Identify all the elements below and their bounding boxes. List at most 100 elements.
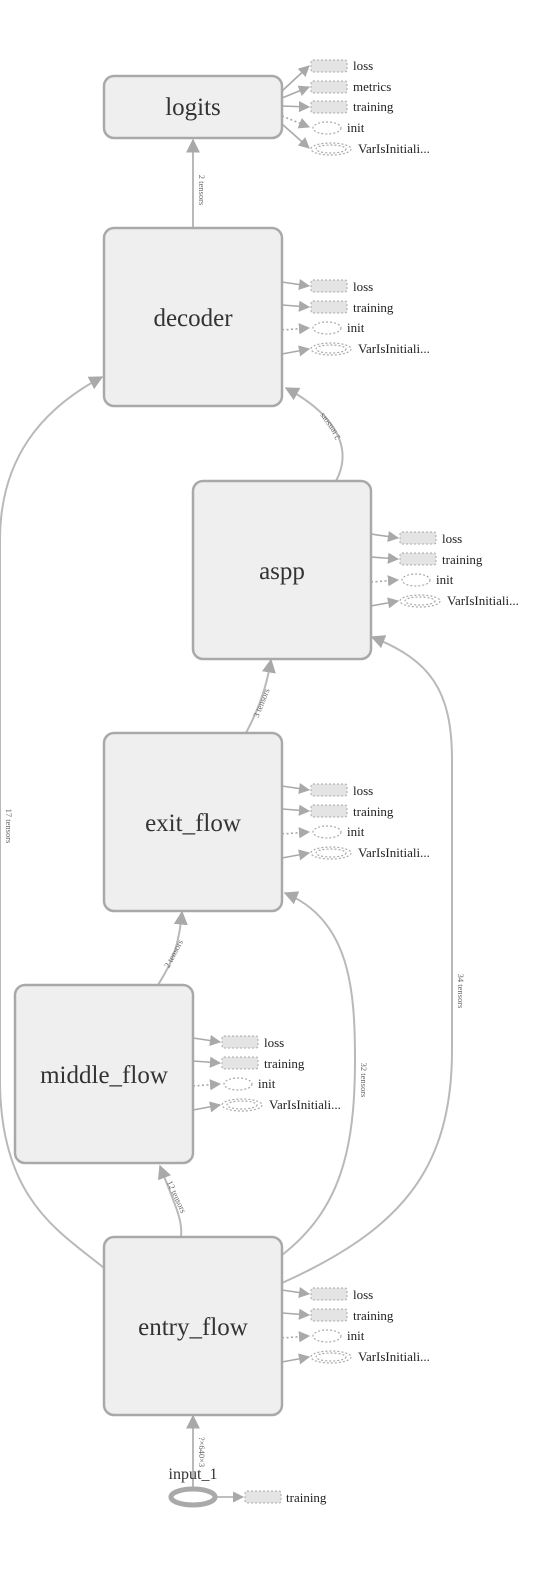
aux-edge: [281, 101, 311, 113]
aux-label-loss: loss: [353, 783, 373, 798]
aux-label-metrics: metrics: [353, 79, 391, 94]
main-edges: [0, 138, 453, 1488]
aux-edge: [370, 597, 400, 609]
aux-label-varinit: VarIsInitiali...: [358, 141, 430, 156]
edge-label: 2 tensors: [317, 411, 343, 442]
aux-label-init: init: [436, 572, 454, 587]
aux-box[interactable]: [310, 279, 348, 293]
aux-edge: [281, 1308, 311, 1320]
aux-label-init: init: [347, 120, 365, 135]
aux-label-loss: loss: [353, 1287, 373, 1302]
aux-ellipse-inner: [315, 344, 347, 354]
aux-ellipse-inner: [226, 1100, 258, 1110]
node-label: decoder: [153, 305, 233, 332]
aux-edge: [192, 1101, 222, 1113]
node-logits[interactable]: logits: [102, 74, 284, 140]
aux-ellipse-inner: [315, 1352, 347, 1362]
node-entry-flow[interactable]: entry_flow: [102, 1235, 284, 1417]
aux-label-varinit: VarIsInitiali...: [447, 593, 519, 608]
aux-edge: [370, 530, 400, 543]
aux-edge: [281, 65, 310, 92]
node-label: entry_flow: [138, 1314, 248, 1341]
aux-box[interactable]: [310, 1308, 348, 1322]
aux-label-varinit: VarIsInitiali...: [358, 341, 430, 356]
node-exit-flow[interactable]: exit_flow: [102, 731, 284, 913]
aux-edge: [281, 85, 311, 99]
aux-label-training: training: [353, 1308, 394, 1323]
edge-label: 2 tensors: [162, 938, 185, 970]
node-decoder[interactable]: decoder: [102, 226, 284, 408]
aux-ellipse[interactable]: [312, 825, 342, 839]
aux-edge: [281, 278, 311, 291]
aux-edge: [281, 1331, 311, 1343]
aux-edge: [192, 1079, 222, 1091]
aux-box[interactable]: [399, 531, 437, 545]
aux-label-loss: loss: [264, 1035, 284, 1050]
aux-box[interactable]: [310, 59, 348, 73]
aux-edge: [192, 1056, 222, 1068]
edge-label: 32 tensors: [359, 1063, 369, 1098]
aux-box[interactable]: [310, 783, 348, 797]
aux-label-init: init: [347, 320, 365, 335]
aux-group-middle-flow: loss training init VarIsInitiali...: [192, 1034, 341, 1113]
node-middle-flow[interactable]: middle_flow: [13, 983, 195, 1165]
input-label: input_1: [169, 1466, 218, 1483]
edge-exitflow-aspp[interactable]: [245, 658, 276, 734]
aux-ellipse[interactable]: [223, 1077, 253, 1091]
edge-entryflow-exitflow[interactable]: [281, 891, 357, 1256]
edge-label: 2 tensors: [197, 175, 207, 205]
edge-middleflow-exitflow[interactable]: [157, 910, 188, 986]
aux-edge: [281, 323, 311, 335]
node-box: [13, 983, 195, 1165]
aux-edge: [370, 575, 400, 587]
aux-label-training: training: [442, 552, 483, 567]
aux-group-logits: loss metrics training init VarIsInitiali…: [281, 58, 430, 156]
aux-label-loss: loss: [353, 58, 373, 73]
aux-ellipse[interactable]: [312, 1329, 342, 1343]
node-box: [102, 74, 284, 140]
aux-label-init: init: [347, 824, 365, 839]
aux-ellipse[interactable]: [312, 321, 342, 335]
aux-label-varinit: VarIsInitiali...: [269, 1097, 341, 1112]
aux-edge: [281, 115, 311, 129]
aux-edge: [281, 849, 311, 861]
aux-edge: [281, 804, 311, 816]
aux-edge: [281, 1286, 311, 1299]
aux-box[interactable]: [221, 1035, 259, 1049]
aux-ellipse[interactable]: [401, 573, 431, 587]
aux-ellipse-inner: [315, 144, 347, 154]
aux-edge: [281, 782, 311, 795]
aux-label-loss: loss: [353, 279, 373, 294]
aux-box[interactable]: [221, 1056, 259, 1070]
node-box: [191, 479, 373, 661]
aux-label-varinit: VarIsInitiali...: [358, 845, 430, 860]
node-box: [102, 226, 284, 408]
aux-box: [244, 1490, 282, 1504]
aux-box[interactable]: [310, 1287, 348, 1301]
aux-box[interactable]: [310, 80, 348, 94]
edge-entryflow-aspp[interactable]: [281, 635, 453, 1284]
aux-box[interactable]: [310, 300, 348, 314]
aux-label-loss: loss: [442, 531, 462, 546]
node-aspp[interactable]: aspp: [191, 479, 373, 661]
aux-edge: [281, 1353, 311, 1365]
aux-edge: [281, 827, 311, 839]
edge-entryflow-middleflow[interactable]: [157, 1164, 183, 1238]
aux-box[interactable]: [310, 100, 348, 114]
aux-box[interactable]: [399, 552, 437, 566]
edge-label: ?×640×3: [197, 1437, 207, 1467]
node-label: exit_flow: [145, 810, 241, 837]
aux-label-training: training: [286, 1490, 327, 1505]
aux-edge: [370, 552, 400, 564]
edge-aspp-decoder[interactable]: [284, 387, 344, 482]
node-input[interactable]: input_1 training: [168, 1466, 327, 1508]
aux-label-training: training: [353, 300, 394, 315]
edge-entryflow-decoder[interactable]: [0, 376, 105, 1269]
aux-group-aspp: loss training init VarIsInitiali...: [370, 530, 519, 609]
aux-box[interactable]: [310, 804, 348, 818]
aux-edge: [281, 123, 310, 149]
input-ring: [168, 1486, 218, 1508]
aux-ellipse[interactable]: [312, 121, 342, 135]
aux-ellipse-inner: [404, 596, 436, 606]
aux-ellipse-inner: [315, 848, 347, 858]
